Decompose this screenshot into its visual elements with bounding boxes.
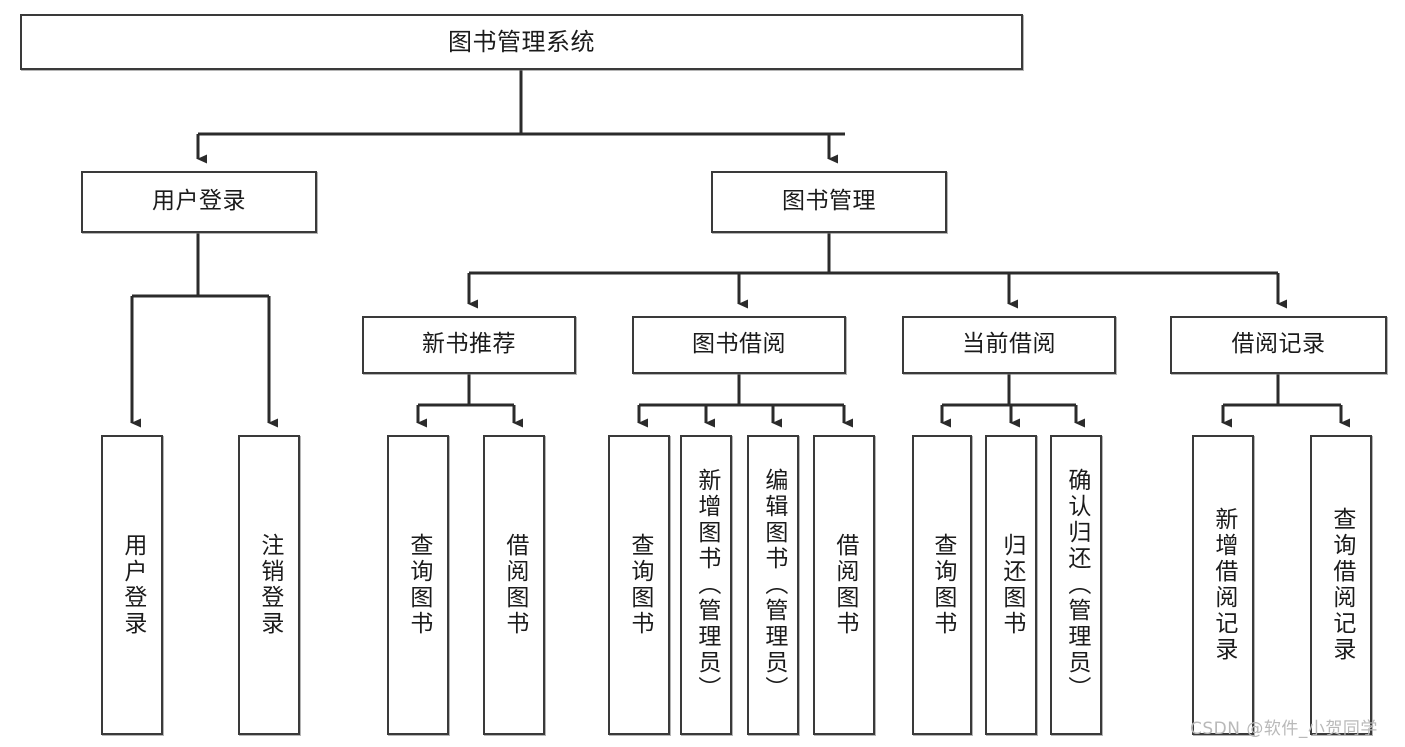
node-leaf-add-record[interactable]: 新增借阅记录 (1192, 435, 1254, 735)
node-leaf-user-login-label: 用户登录 (119, 533, 146, 637)
node-leaf-edit-book[interactable]: 编辑图书（管理员） (747, 435, 799, 735)
node-borrow-record[interactable]: 借阅记录 (1170, 316, 1387, 374)
connector-book-manage-to-level3 (467, 233, 1287, 309)
node-book-borrow-label: 图书借阅 (692, 331, 786, 358)
node-leaf-borrow-book-2[interactable]: 借阅图书 (813, 435, 875, 735)
node-root-label: 图书管理系统 (448, 27, 595, 56)
node-leaf-borrow-book-1[interactable]: 借阅图书 (483, 435, 545, 735)
connector-new-book-recommend-to-leaves (416, 374, 523, 428)
connector-borrow-record-to-leaves (1221, 374, 1350, 428)
node-leaf-logout-label: 注销登录 (256, 533, 283, 637)
node-current-borrow-label: 当前借阅 (962, 331, 1056, 358)
node-leaf-return-book[interactable]: 归还图书 (985, 435, 1037, 735)
connector-current-borrow-to-leaves (940, 374, 1085, 428)
node-leaf-query-book-1-label: 查询图书 (405, 533, 432, 637)
node-current-borrow[interactable]: 当前借阅 (902, 316, 1116, 374)
node-leaf-add-book[interactable]: 新增图书（管理员） (680, 435, 732, 735)
node-new-book-recommend-label: 新书推荐 (422, 331, 516, 358)
connector-user-login-to-leaves (130, 233, 278, 428)
node-leaf-query-book-3-label: 查询图书 (929, 533, 956, 637)
node-leaf-edit-book-label: 编辑图书（管理员） (760, 468, 787, 702)
node-leaf-query-book-1[interactable]: 查询图书 (387, 435, 449, 735)
node-leaf-add-record-label: 新增借阅记录 (1210, 507, 1237, 663)
node-leaf-confirm-return[interactable]: 确认归还（管理员） (1050, 435, 1102, 735)
node-leaf-user-login[interactable]: 用户登录 (101, 435, 163, 735)
node-borrow-record-label: 借阅记录 (1231, 331, 1326, 358)
node-user-login-label: 用户登录 (152, 188, 246, 215)
node-leaf-query-record[interactable]: 查询借阅记录 (1310, 435, 1372, 735)
connector-root-to-level2 (196, 70, 845, 164)
csdn-watermark: CSDN @软件_小贺同学 (1190, 719, 1378, 739)
node-leaf-query-book-3[interactable]: 查询图书 (912, 435, 972, 735)
node-book-manage[interactable]: 图书管理 (711, 171, 947, 233)
node-book-manage-label: 图书管理 (782, 188, 876, 215)
node-new-book-recommend[interactable]: 新书推荐 (362, 316, 576, 374)
connector-book-borrow-to-leaves (637, 374, 853, 428)
node-leaf-borrow-book-1-label: 借阅图书 (501, 533, 528, 637)
node-root[interactable]: 图书管理系统 (20, 14, 1023, 70)
node-leaf-query-record-label: 查询借阅记录 (1328, 507, 1355, 663)
node-leaf-return-book-label: 归还图书 (998, 533, 1025, 637)
node-leaf-borrow-book-2-label: 借阅图书 (831, 533, 858, 637)
node-leaf-add-book-label: 新增图书（管理员） (693, 468, 720, 702)
node-leaf-query-book-2-label: 查询图书 (626, 533, 653, 637)
node-user-login[interactable]: 用户登录 (81, 171, 317, 233)
node-leaf-logout[interactable]: 注销登录 (238, 435, 300, 735)
node-leaf-confirm-return-label: 确认归还（管理员） (1063, 468, 1090, 702)
node-leaf-query-book-2[interactable]: 查询图书 (608, 435, 670, 735)
node-book-borrow[interactable]: 图书借阅 (632, 316, 846, 374)
